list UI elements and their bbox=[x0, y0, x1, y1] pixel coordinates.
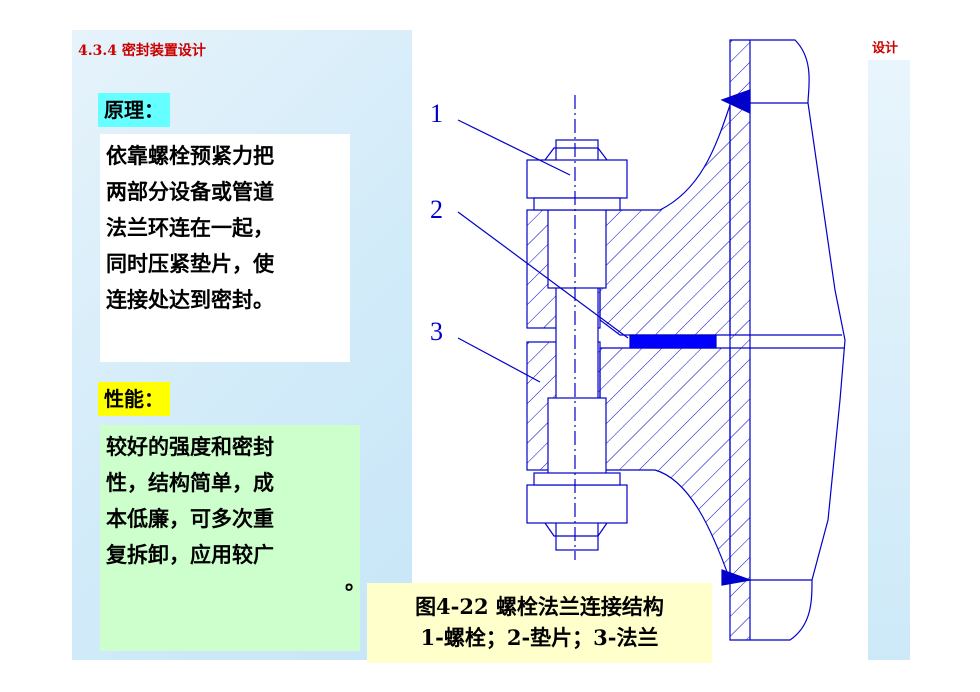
upper-nut bbox=[526, 159, 628, 199]
principle-text-box: 依靠螺栓预紧力把 两部分设备或管道 法兰环连在一起， 同时压紧垫片，使 连接处达… bbox=[100, 134, 350, 362]
leader-line-3 bbox=[457, 337, 541, 383]
shell-outline bbox=[750, 39, 846, 641]
bolt-thread-lower bbox=[547, 397, 607, 477]
principle-line: 连接处达到密封。 bbox=[106, 287, 274, 312]
performance-tag: 性能： bbox=[98, 382, 170, 416]
performance-line: 本低廉，可多次重 bbox=[106, 506, 274, 531]
lower-flange bbox=[599, 347, 731, 581]
figure-label-1: 1 bbox=[430, 99, 443, 128]
figure-caption-legend: 1-螺栓；2-垫片；3-法兰 bbox=[420, 625, 659, 650]
leader-line-1 bbox=[457, 119, 571, 176]
lower-nut-chamfer bbox=[544, 522, 608, 537]
upper-weld bbox=[720, 89, 751, 114]
lower-nut bbox=[526, 484, 628, 524]
corner-title: 设计 bbox=[872, 41, 899, 56]
principle-line: 法兰环连在一起， bbox=[106, 215, 274, 240]
performance-line: 复拆卸，应用较广 bbox=[106, 542, 274, 567]
lower-washer bbox=[533, 472, 621, 486]
bolted-flange-drawing: 1 2 3 bbox=[430, 39, 846, 641]
principle-tag: 原理： bbox=[98, 93, 170, 127]
vessel-wall bbox=[729, 39, 751, 641]
principle-line: 依靠螺栓预紧力把 bbox=[106, 143, 274, 168]
upper-nut-chamfer bbox=[544, 147, 608, 161]
upper-flange bbox=[599, 104, 731, 336]
principle-line: 两部分设备或管道 bbox=[106, 179, 274, 204]
performance-line: 性，结构简单，成 bbox=[106, 470, 274, 495]
leader-line-2 bbox=[457, 211, 629, 339]
right-strip-background bbox=[868, 60, 910, 660]
figure-caption-title: 图4-22 螺栓法兰连接结构 bbox=[415, 594, 664, 619]
performance-text-box: 较好的强度和密封 性，结构简单，成 本低廉，可多次重 复拆卸，应用较广 bbox=[100, 425, 360, 651]
principle-line: 同时压紧垫片，使 bbox=[106, 251, 274, 276]
performance-trailing-mark: 。 bbox=[345, 569, 366, 594]
section-title: 4.3.4 密封装置设计 bbox=[78, 43, 206, 59]
performance-line: 较好的强度和密封 bbox=[106, 434, 274, 459]
bolt-thread-upper bbox=[547, 209, 607, 289]
gasket bbox=[629, 334, 717, 349]
figure-caption: 图4-22 螺栓法兰连接结构 1-螺栓；2-垫片；3-法兰 bbox=[367, 583, 712, 663]
figure-label-3: 3 bbox=[430, 317, 443, 346]
figure-label-2: 2 bbox=[430, 195, 443, 224]
lower-weld bbox=[721, 569, 753, 586]
upper-washer bbox=[533, 197, 621, 211]
